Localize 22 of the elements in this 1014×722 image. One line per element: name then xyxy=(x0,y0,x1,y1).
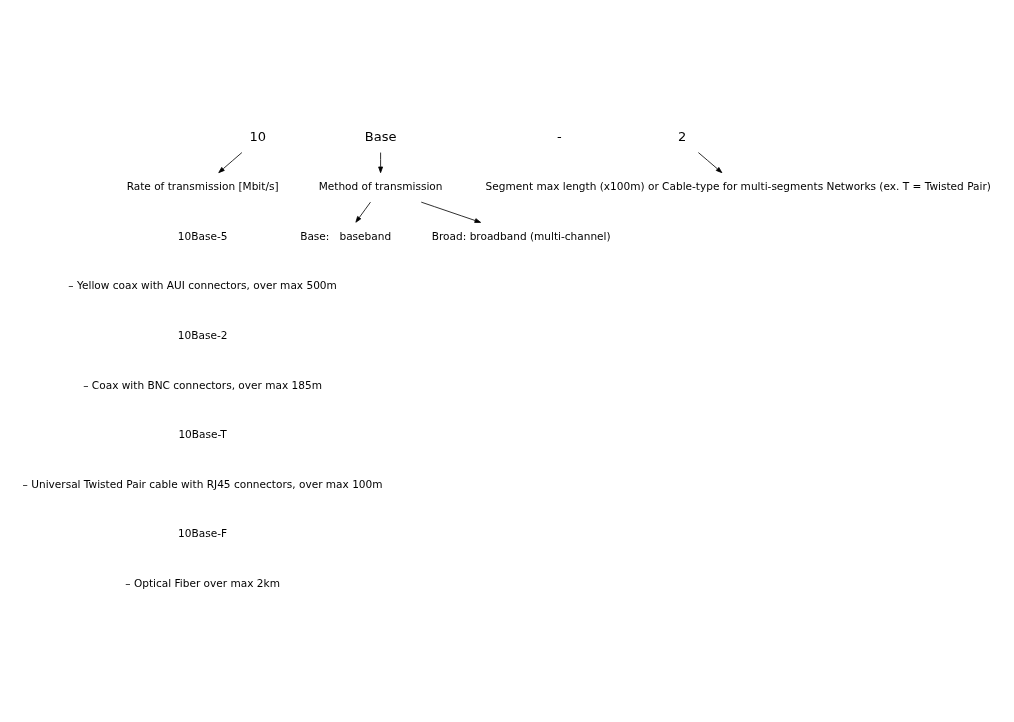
node-text: Base: baseband xyxy=(300,229,392,242)
node-text: Base xyxy=(364,128,397,144)
arrow xyxy=(698,152,723,174)
arrow xyxy=(420,201,482,223)
label: 10Base-T xyxy=(178,428,227,441)
node-text: Method of transmission xyxy=(318,180,443,193)
label: - xyxy=(557,128,562,144)
node-text: Rate of transmission [Mbit/s] xyxy=(126,180,279,193)
label: 10Base-2 xyxy=(177,328,228,341)
label: – Coax with BNC connectors, over max 185m xyxy=(83,378,322,391)
label: 10Base-F xyxy=(178,527,228,540)
label: – Optical Fiber over max 2km xyxy=(125,576,280,589)
arrow xyxy=(218,152,243,174)
label: – Universal Twisted Pair cable with RJ45 connectors, over max 100m xyxy=(22,477,383,490)
arrow xyxy=(355,201,371,223)
node-text: Broad: broadband (multi-channel) xyxy=(431,229,611,242)
label: – Yellow coax with AUI connectors, over max 500m xyxy=(68,279,337,292)
node-text: Segment max length (x100m) or Cable-type for multi-segments Networks (ex. T = Twisted Pair) xyxy=(485,180,991,193)
label: 10Base-5 xyxy=(177,229,228,242)
node-text: 2 xyxy=(678,128,687,144)
arrow xyxy=(378,152,383,174)
node-text: 10 xyxy=(249,128,267,144)
